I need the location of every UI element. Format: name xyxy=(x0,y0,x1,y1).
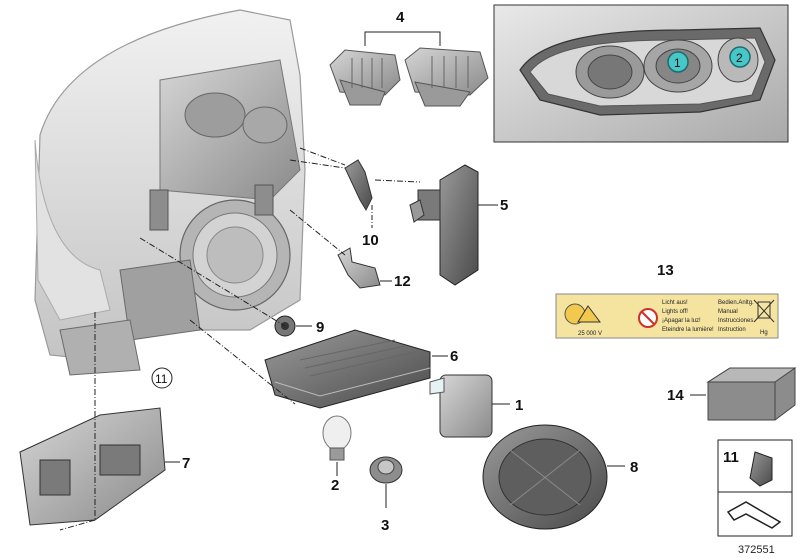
inset-badge-1 xyxy=(667,51,689,73)
bulb-2 xyxy=(322,415,352,476)
link-arrow-icon xyxy=(726,501,782,529)
warning-line-2: Lights off! xyxy=(662,309,688,315)
callout-3: 3 xyxy=(381,517,389,534)
bracket-10 xyxy=(344,159,373,228)
callout-2: 2 xyxy=(331,477,339,494)
warning-line-3: ¡Apagar la luz! xyxy=(662,318,701,324)
callout-11-box: 11 xyxy=(723,449,739,466)
crossed-bin-icon xyxy=(753,299,775,323)
inset-badge-2-label: 2 xyxy=(736,51,743,65)
part-14-box xyxy=(690,367,797,421)
warning-label-13: Licht aus! Lights off! ¡Apagar la luz! E… xyxy=(555,293,779,339)
inset-badge-1-label: 1 xyxy=(674,56,681,70)
callout-4: 4 xyxy=(396,9,405,26)
voltage-text: 25 000 V xyxy=(578,331,602,337)
manual-line-3: Instrucciones xyxy=(718,318,753,324)
inset-badge-2 xyxy=(729,46,751,68)
manual-line-2: Manual xyxy=(718,309,738,315)
callout-7: 7 xyxy=(182,455,190,472)
part-11-box xyxy=(717,439,793,537)
manual-line-1: Bedien.Anltg. xyxy=(718,300,754,306)
hg-text: Hg xyxy=(760,330,768,336)
inset-headlight-photo: 1 2 xyxy=(493,4,789,143)
warning-line-1: Licht aus! xyxy=(662,300,688,306)
callout-8: 8 xyxy=(630,459,638,476)
bracket-12 xyxy=(337,247,392,289)
bulb-socket-3 xyxy=(369,456,403,508)
bracket-7 xyxy=(19,407,180,526)
callout-13: 13 xyxy=(657,262,674,279)
warning-line-4: Eteindre la lumière! xyxy=(662,327,714,333)
leader-lines xyxy=(59,147,421,531)
led-module-heatsinks xyxy=(329,31,489,107)
control-module-6 xyxy=(264,329,448,409)
callout-10: 10 xyxy=(362,232,379,249)
control-unit-5 xyxy=(409,164,498,286)
diagram-number: 372551 xyxy=(738,544,775,556)
grommet-9 xyxy=(274,315,312,337)
callout-14: 14 xyxy=(667,387,684,404)
cover-cap-8 xyxy=(482,424,625,530)
callout-11-circle xyxy=(151,367,173,389)
callout-9: 9 xyxy=(316,319,324,336)
callout-6: 6 xyxy=(450,348,458,365)
callout-12: 12 xyxy=(394,273,411,290)
headlight-housing xyxy=(34,9,306,376)
manual-line-4: Instruction xyxy=(718,327,746,333)
callout-11-circle-label: 11 xyxy=(155,372,168,386)
callout-5: 5 xyxy=(500,197,508,214)
igniter-1 xyxy=(429,374,510,438)
callout-1: 1 xyxy=(515,397,523,414)
